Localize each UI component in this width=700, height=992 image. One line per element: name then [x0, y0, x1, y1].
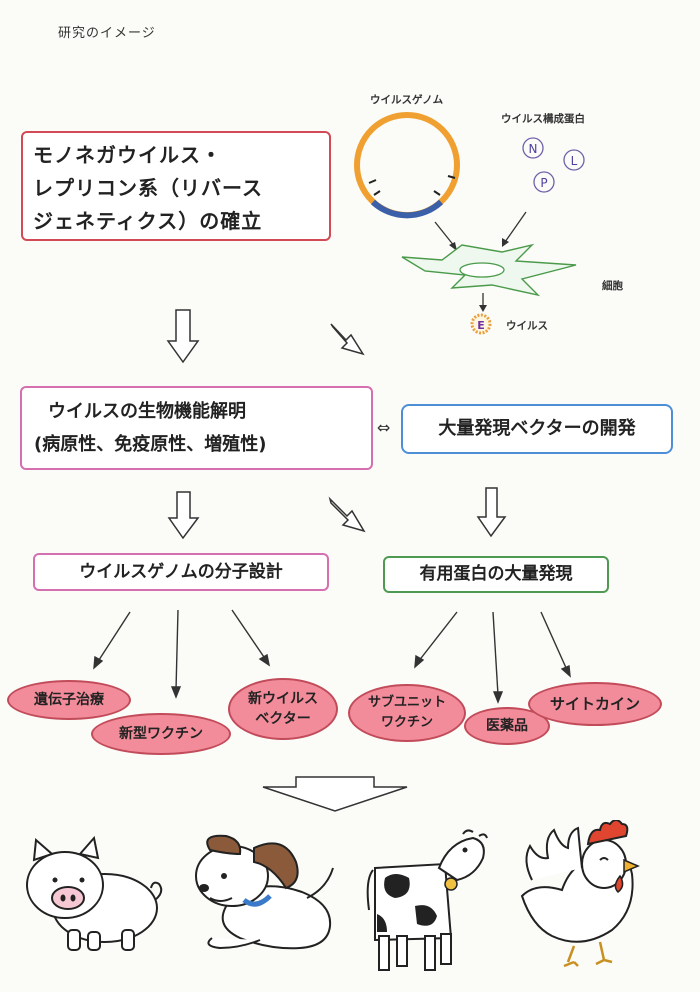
bio-function-line-1: ウイルスの生物機能解明 — [48, 401, 246, 422]
genome-label: ウイルスゲノム — [370, 94, 444, 106]
outcome-gene-therapy: 遺伝子治療 — [7, 680, 131, 720]
diagonal-arrow-2 — [328, 496, 366, 533]
svg-text:P: P — [540, 176, 547, 190]
virus-label: ウイルス — [506, 320, 548, 332]
replicon-system-box: モノネガウイルス・ レプリコン系（リバース ジェネティクス）の確立 — [21, 131, 331, 241]
virus-particle-icon: E — [470, 313, 492, 335]
cell-label: 細胞 — [602, 280, 623, 292]
svg-text:E: E — [477, 319, 485, 332]
outcome-subunit-vaccine: サブユニット ワクチン — [348, 684, 466, 742]
genome-design-box: ウイルスゲノムの分子設計 — [33, 553, 329, 591]
down-arrow-2 — [167, 491, 200, 540]
svg-text:N: N — [529, 142, 538, 156]
virus-genome-segment — [370, 199, 444, 219]
protein-label: ウイルス構成蛋白 — [501, 113, 585, 125]
bio-function-box: ウイルスの生物機能解明 (病原性、免疫原性、増殖性) — [20, 386, 373, 470]
bio-function-line-2: (病原性、免疫原性、増殖性) — [34, 434, 267, 455]
protein-n-icon: N — [522, 137, 544, 159]
down-arrow-3 — [476, 487, 507, 538]
outcome-new-vector: 新ウイルス ベクター — [228, 678, 338, 740]
dog-icon — [195, 834, 334, 950]
pig-icon — [26, 835, 163, 951]
cow-icon — [366, 829, 488, 971]
cell-nucleus — [459, 262, 505, 278]
replicon-line-3: ジェネティクス）の確立 — [33, 209, 263, 233]
outcome-cytokine: サイトカイン — [528, 682, 662, 726]
replicon-line-2: レプリコン系（リバース — [33, 176, 263, 200]
replicon-line-1: モノネガウイルス・ — [33, 143, 222, 167]
protein-l-icon: L — [563, 149, 585, 171]
svg-text:L: L — [571, 154, 578, 168]
chicken-icon — [520, 820, 640, 968]
down-arrow-1 — [166, 309, 200, 364]
bidirectional-arrow-icon: ⇔ — [377, 418, 391, 437]
diagonal-arrow-1 — [330, 323, 365, 356]
virus-production-diagram: N L P E — [354, 112, 585, 335]
page-title: 研究のイメージ — [58, 26, 156, 41]
outcome-new-vaccine: 新型ワクチン — [91, 713, 231, 755]
protein-p-icon: P — [533, 171, 555, 193]
vector-development-box: 大量発現ベクターの開発 — [401, 404, 673, 454]
protein-expression-box: 有用蛋白の大量発現 — [383, 556, 609, 593]
big-down-arrow — [262, 776, 408, 812]
